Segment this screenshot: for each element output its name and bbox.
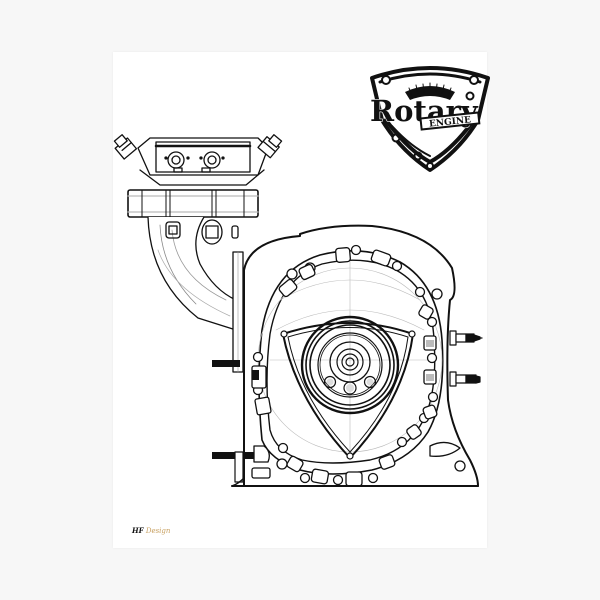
logo-word-engine: ENGINE [429, 115, 472, 129]
spark-plug-trailing [449, 371, 481, 387]
intake-manifold [147, 216, 244, 373]
rotor [280, 315, 416, 460]
signature-word: Design [145, 527, 171, 535]
rotor-housing [212, 224, 479, 487]
signature-initials: HF [132, 526, 144, 535]
artist-signature: HF Design [132, 526, 170, 535]
spark-plugs [449, 330, 483, 387]
spark-plug-leading [449, 330, 483, 346]
intake-carburetor [113, 134, 283, 218]
rotary-engine-logo: Rotary ENGINE [369, 66, 490, 172]
